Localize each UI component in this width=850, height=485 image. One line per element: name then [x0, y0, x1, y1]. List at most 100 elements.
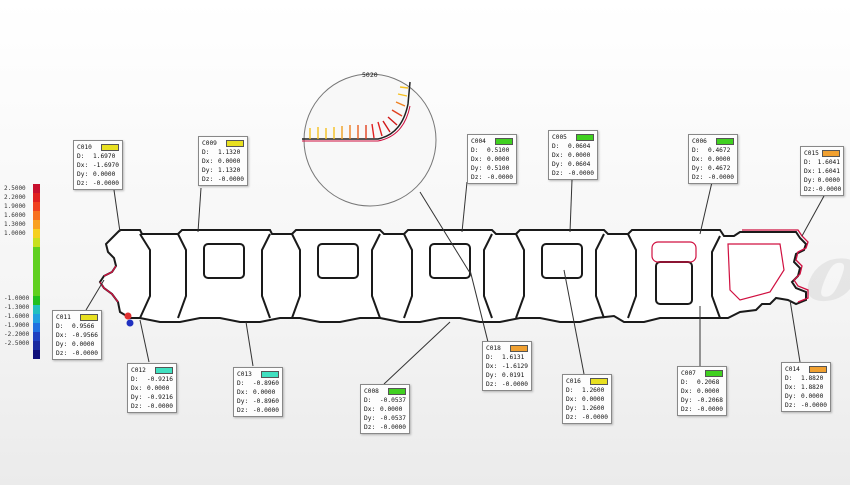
callout-row: Dz:-0.0000 — [131, 402, 173, 411]
scale-tick-label: 1.3000 — [4, 221, 26, 228]
callout-key: D: — [785, 375, 793, 382]
scale-color-block — [33, 220, 40, 229]
callout-value: 0.9566 — [72, 323, 95, 330]
callout-value: -0.2068 — [696, 397, 723, 404]
callout-value: -0.8960 — [252, 380, 279, 387]
callout-value: 0.0000 — [218, 158, 241, 165]
callout-row: D:0.0604 — [552, 142, 594, 151]
callout-color-swatch — [809, 366, 827, 373]
callout-row: D: 1.8820 — [785, 374, 827, 383]
scale-color-block — [33, 211, 40, 220]
callout-value: 1.6970 — [93, 153, 116, 160]
callout-row: Dy:-0.0537 — [364, 414, 406, 423]
scale-tick-label: 2.5000 — [4, 185, 26, 192]
callout-key: Dz: — [692, 174, 704, 181]
callout-key: D: — [552, 143, 560, 150]
scale-tick-label: -2.2000 — [4, 331, 30, 338]
callout-value: -1.6129 — [501, 363, 528, 370]
callout-value: -0.0000 — [217, 176, 244, 183]
callout-id: C014 — [785, 366, 800, 373]
callout-key: Dx: — [202, 158, 214, 165]
scale-color-block — [33, 247, 40, 296]
callout-color-swatch — [155, 367, 173, 374]
callout-value: 1.8820 — [801, 375, 824, 382]
callout-value: -0.0537 — [379, 415, 406, 422]
callout-row: Dx:0.0000 — [681, 387, 723, 396]
callout-row: Dy:1.2600 — [566, 404, 608, 413]
callout-color-swatch — [716, 138, 734, 145]
callout-value: -0.0000 — [567, 170, 594, 177]
callout-key: Dy: — [77, 171, 89, 178]
callout-key: Dx: — [681, 388, 693, 395]
callout-id: C006 — [692, 138, 707, 145]
callout-value: 0.0000 — [708, 156, 731, 163]
callout-value: -0.0000 — [815, 186, 842, 193]
callout-row: D:-0.8960 — [237, 379, 279, 388]
scale-color-block — [33, 332, 40, 341]
callout-id: C013 — [237, 371, 252, 378]
callout-row: D:1.6131 — [486, 353, 528, 362]
callout-key: Dx: — [131, 385, 143, 392]
callout-value: 1.2600 — [582, 387, 605, 394]
callout-color-swatch — [80, 314, 98, 321]
scale-tick-label: 1.6000 — [4, 212, 26, 219]
scale-color-block — [33, 202, 40, 211]
scale-tick-label: -1.6000 — [4, 313, 30, 320]
callout-color-swatch — [101, 144, 119, 151]
callout-value: -0.0000 — [707, 174, 734, 181]
callout-row: Dx: 0.0000 — [202, 157, 244, 166]
callout-value: 0.0000 — [568, 152, 591, 159]
callout-row: Dy:0.0000 — [785, 392, 827, 401]
callout-value: 0.0000 — [93, 171, 116, 178]
callout-color-swatch — [576, 134, 594, 141]
callout-value: -0.9216 — [146, 376, 173, 383]
callout-value: 0.5100 — [487, 147, 510, 154]
callout-id: C016 — [566, 378, 581, 385]
callout-value: -0.0000 — [696, 406, 723, 413]
scale-tick-label: -1.0000 — [4, 295, 30, 302]
callout-row: Dx: 0.0000 — [692, 155, 734, 164]
callout-value: -0.0000 — [486, 174, 513, 181]
callout-row: Dz:-0.0000 — [77, 179, 119, 188]
callout-value: -1.6970 — [92, 162, 119, 169]
callout-key: Dx: — [471, 156, 483, 163]
callout-key: Dx: — [804, 168, 816, 175]
callout-row: Dx:1.8820 — [785, 383, 827, 392]
callout-row: Dx:0.0000 — [566, 395, 608, 404]
callout-id: C009 — [202, 140, 217, 147]
callout-row: Dy:0.4672 — [692, 164, 734, 173]
callout-value: 0.0000 — [253, 389, 276, 396]
callout-row: Dy: 0.0000 — [77, 170, 119, 179]
callout-key: Dx: — [56, 332, 68, 339]
callout-row: D:0.9566 — [56, 322, 98, 331]
callout-key: Dx: — [552, 152, 564, 159]
callout-key: Dy: — [486, 372, 498, 379]
callout-key: D: — [471, 147, 479, 154]
callout-color-swatch — [822, 150, 840, 157]
callout-row: Dz:-0.0000 — [692, 173, 734, 182]
callout-row: D:0.2068 — [681, 378, 723, 387]
callout-value: 1.6041 — [817, 168, 840, 175]
callout-key: Dx: — [364, 406, 376, 413]
callout-row: Dx:1.6041 — [804, 167, 840, 176]
callout-id: C012 — [131, 367, 146, 374]
callout-key: Dx: — [692, 156, 704, 163]
scale-tick-label: 2.2000 — [4, 194, 26, 201]
callout-id: C018 — [486, 345, 501, 352]
callout-row: D:1.1320 — [202, 148, 244, 157]
callout-id: C015 — [804, 150, 819, 157]
